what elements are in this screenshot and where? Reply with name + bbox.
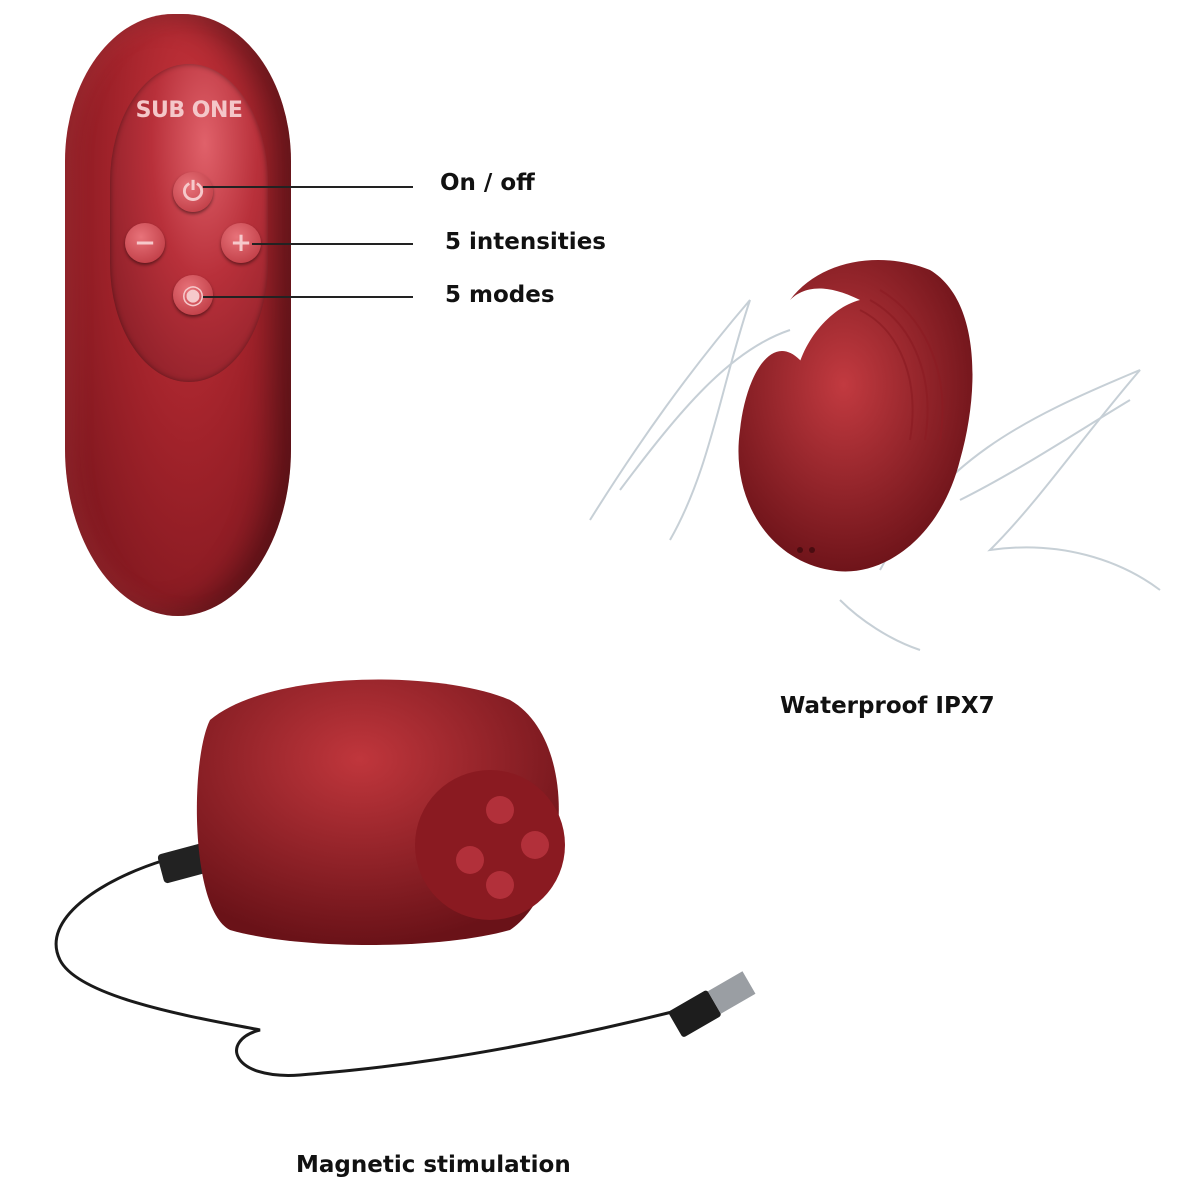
leader-line-intensity bbox=[252, 243, 413, 245]
device-body bbox=[738, 260, 973, 572]
usb-plug-connector bbox=[157, 842, 213, 884]
callout-modes: 5 modes bbox=[445, 282, 555, 308]
usb-cable bbox=[54, 858, 681, 1077]
leader-line-modes bbox=[203, 296, 413, 298]
mode-button[interactable]: ◉ bbox=[173, 275, 213, 315]
plus-icon: + bbox=[230, 228, 252, 258]
leader-line-power bbox=[203, 186, 413, 188]
callout-intensities: 5 intensities bbox=[445, 229, 606, 255]
callout-power: On / off bbox=[440, 170, 535, 196]
minus-icon: − bbox=[134, 228, 156, 258]
feature-waterproof: Waterproof IPX7 bbox=[780, 693, 995, 719]
water-splash bbox=[589, 299, 1161, 651]
feature-magnetic: Magnetic stimulation bbox=[296, 1152, 571, 1178]
minus-button[interactable]: − bbox=[125, 223, 165, 263]
usb-a-plug bbox=[668, 971, 756, 1037]
mode-icon: ◉ bbox=[181, 280, 205, 310]
remote-brand-logo: SUB ONE bbox=[135, 98, 243, 123]
power-button[interactable]: ⏻ bbox=[173, 172, 213, 212]
power-icon: ⏻ bbox=[182, 176, 204, 207]
magnetic-device-with-cable bbox=[54, 679, 756, 1077]
device-button-panel bbox=[415, 770, 565, 920]
waterproof-device-splash bbox=[589, 260, 1161, 651]
